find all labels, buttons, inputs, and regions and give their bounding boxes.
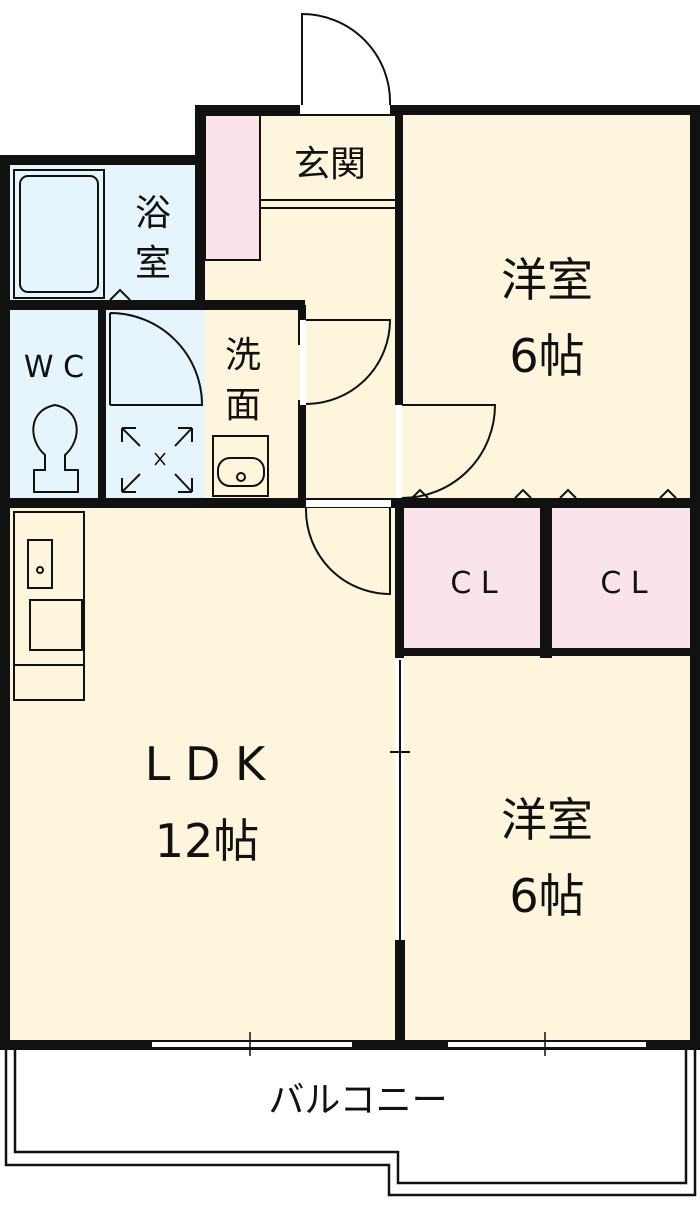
washroom-label-2: 面 xyxy=(225,385,261,426)
western-room-top-label: 洋室 xyxy=(501,253,593,307)
ldk-label: L D K xyxy=(145,737,267,791)
western-room-bottom-floor xyxy=(404,656,695,1040)
room-labels: 玄関 浴 室 W C 洗 面 洋室 6帖 C L C L L D K 12帖 洋… xyxy=(24,144,648,1121)
western-top-door[interactable] xyxy=(396,404,497,499)
bathroom-label-2: 室 xyxy=(135,243,171,284)
floors xyxy=(10,114,695,1040)
bath-door[interactable] xyxy=(109,288,204,406)
western-room-bottom-size: 6帖 xyxy=(509,869,584,923)
balcony-label: バルコニー xyxy=(268,1080,447,1121)
closet-right-label: C L xyxy=(600,566,647,601)
closet-left-label: C L xyxy=(450,566,497,601)
balcony xyxy=(4,1050,697,1197)
wc-label: W C xyxy=(24,350,84,385)
bathtub-icon xyxy=(13,169,105,299)
ldk-floor xyxy=(10,508,395,1040)
washroom-label-1: 洗 xyxy=(225,335,261,376)
washroom-door[interactable] xyxy=(300,319,392,405)
ldk-size: 12帖 xyxy=(155,814,260,868)
closet-right-floor xyxy=(552,508,695,648)
closet-left-floor xyxy=(404,508,540,648)
washing-machine-icon xyxy=(121,427,193,493)
closet-doors[interactable] xyxy=(411,488,677,499)
entrance-floor xyxy=(259,114,398,201)
kitchen-counter-icon xyxy=(13,511,85,701)
doors[interactable] xyxy=(109,12,677,940)
front-door[interactable] xyxy=(300,12,392,111)
western-bottom-sliding-door[interactable] xyxy=(390,660,410,940)
bathroom-label-1: 浴 xyxy=(135,193,171,234)
fixtures xyxy=(13,169,269,701)
entrance-label: 玄関 xyxy=(294,144,366,185)
ldk-door[interactable] xyxy=(305,500,391,596)
toilet-icon xyxy=(32,403,79,493)
western-room-bottom-label: 洋室 xyxy=(501,793,593,847)
western-room-top-size: 6帖 xyxy=(509,329,584,383)
shoe-closet xyxy=(204,114,261,261)
sink-icon xyxy=(212,435,269,497)
balcony-windows[interactable] xyxy=(152,1032,646,1056)
western-room-top-floor xyxy=(400,115,695,500)
